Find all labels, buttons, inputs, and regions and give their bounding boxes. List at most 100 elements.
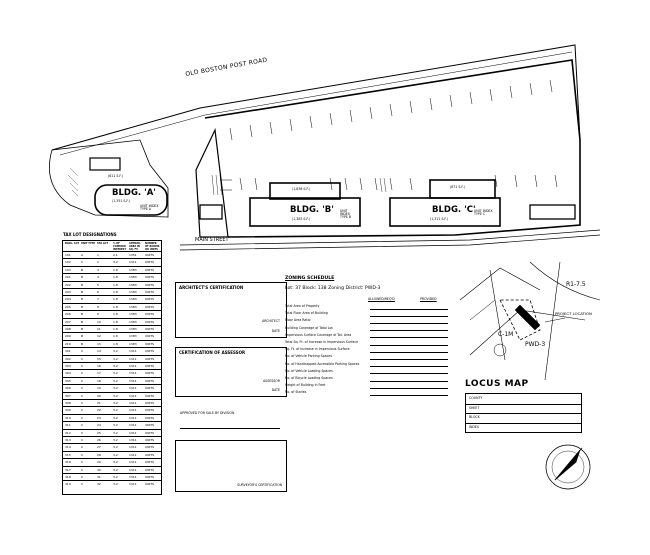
tax-table-cell: 14 [97,349,101,354]
tax-table-cell: 1.8 [113,275,118,280]
table-row [63,428,161,430]
tax-table-header: TAX LOT [97,242,109,245]
locus-field-rule [466,422,581,423]
tax-table-cell: 1311 [129,401,137,405]
tax-table-cell: UNITS [145,475,155,479]
tax-table-title: TAX LOT DESIGNATIONS [63,232,117,237]
table-row [63,376,161,378]
tax-table-cell: 3.2 [113,452,118,457]
tax-table-cell: 312 [65,430,71,435]
tax-table-cell: B [81,297,84,302]
tax-table-cell: 9 [97,312,99,317]
tax-table-cell: 1383 [129,334,137,339]
tax-table-cell: 1.8 [113,297,118,302]
tax-table-cell: UNITS [145,282,155,287]
tax-table-cell: UNITS [145,319,155,324]
tax-table-cell: 26 [97,438,101,442]
tax-table-cell: 10 [97,319,101,324]
tax-table-cell: UNITS [145,415,155,420]
north-arrow [545,444,591,490]
tax-table-header: BLDG. LOT [65,242,80,245]
zoning-subtitle: Lot: 37 Block: 138 Zoning District: PWD-… [285,286,381,291]
approval-label: APPROVED FOR SALE BY DIVISION [180,411,235,415]
tax-table-cell: 1383 [129,312,137,317]
tax-table-cell: 311 [65,423,71,428]
zoning-row: No. of Handicapped Accessible Parking Sp… [285,361,360,366]
tax-table-cell: 314 [65,445,71,450]
tax-table-cell: 318 [65,475,71,479]
tax-table-cell: C [81,430,84,435]
table-row [63,480,161,482]
table-row [63,413,161,415]
zoning-row: Height of Building in Feet [285,383,326,388]
zoning-title: ZONING SCHEDULE [285,276,335,281]
table-row [63,458,161,460]
tax-table-cell: B [81,334,84,339]
table-row [63,406,161,408]
tax-table-header: NUMBER OF ROOMS OR UNITS [145,242,160,251]
locus-field-label: BLOCK [469,415,480,419]
bldg-a-unit: UNIT INDEX TYPE A [140,204,159,212]
tax-table-cell: UNITS [145,460,155,465]
table-row [63,450,161,452]
tax-table-cell: 206 [65,312,71,317]
zoning-row: Total Floor Area of Building [285,311,328,316]
tax-table-cell: 1.8 [113,341,118,346]
bldg-a-area: (1,351 S.F.) [112,199,130,203]
table-row [63,325,161,326]
zoning-col-provided: PROVIDED [420,297,437,301]
tax-table-cell: 1311 [129,356,137,361]
tax-table-cell: 1311 [129,408,137,413]
bldg-a-footprint [49,139,169,218]
tax-table-cell: 6 [97,290,99,294]
zone-r-label: R1-7.5 [566,281,586,288]
tax-table-cell: 1311 [129,482,137,487]
tax-table-cell: 1311 [129,452,137,457]
tax-table-cell: 3.2 [113,349,118,354]
bldg-a-upper-area: (611 S.F.) [108,174,123,178]
tax-table-cell: UNITS [145,356,155,361]
tax-table-cell: 308 [65,401,71,405]
tax-table-cell: 15 [97,356,101,361]
locus-field-rule [466,403,581,404]
tax-table-cell: 1311 [129,423,137,428]
tax-table-cell: C [81,364,84,368]
table-row [63,288,161,289]
tax-table-cell: UNITS [145,275,155,280]
tax-table-cell: 1383 [129,267,137,272]
tax-table-cell: UNITS [145,304,155,309]
tax-table-cell: 1383 [129,304,137,309]
tax-table-cell: UNITS [145,467,155,472]
surveyor-certification: SURVEYOR'S CERTIFICATION [175,440,287,492]
table-row [63,421,161,423]
zoning-row: No. of Vehicle Loading Spaces [285,368,333,373]
table-row [63,251,161,252]
tax-table-cell: 1.8 [113,334,118,339]
table-row [63,473,161,474]
bldg-c-area: (1,311 S.F.) [430,217,448,221]
table-row [63,369,161,371]
zoning-row: Floor Area Ratio [285,318,311,323]
accessory-structures [199,204,576,220]
tax-table-cell: B [81,304,84,309]
approval-line [180,428,280,429]
surveyor-label: SURVEYOR'S CERTIFICATION [237,482,282,487]
tax-table-cell: 3.2 [113,260,118,265]
table-row [63,258,161,260]
tax-table-cell: C [81,260,84,265]
tax-table-cell: 1.8 [113,290,118,294]
tax-table-cell: 305 [65,378,71,383]
table-row [63,295,161,297]
tax-table-cell: 1.8 [113,319,118,324]
tax-table-cell: UNITS [145,430,155,435]
table-row [63,443,161,445]
locus-field-label: SHEET [469,405,480,410]
zoning-row: Impervious Surface Coverage of Tot. Area [285,332,352,337]
tax-table-cell: 303 [65,364,71,368]
tax-table-cell: 1 [97,253,99,257]
tax-table-cell: A [81,253,84,257]
